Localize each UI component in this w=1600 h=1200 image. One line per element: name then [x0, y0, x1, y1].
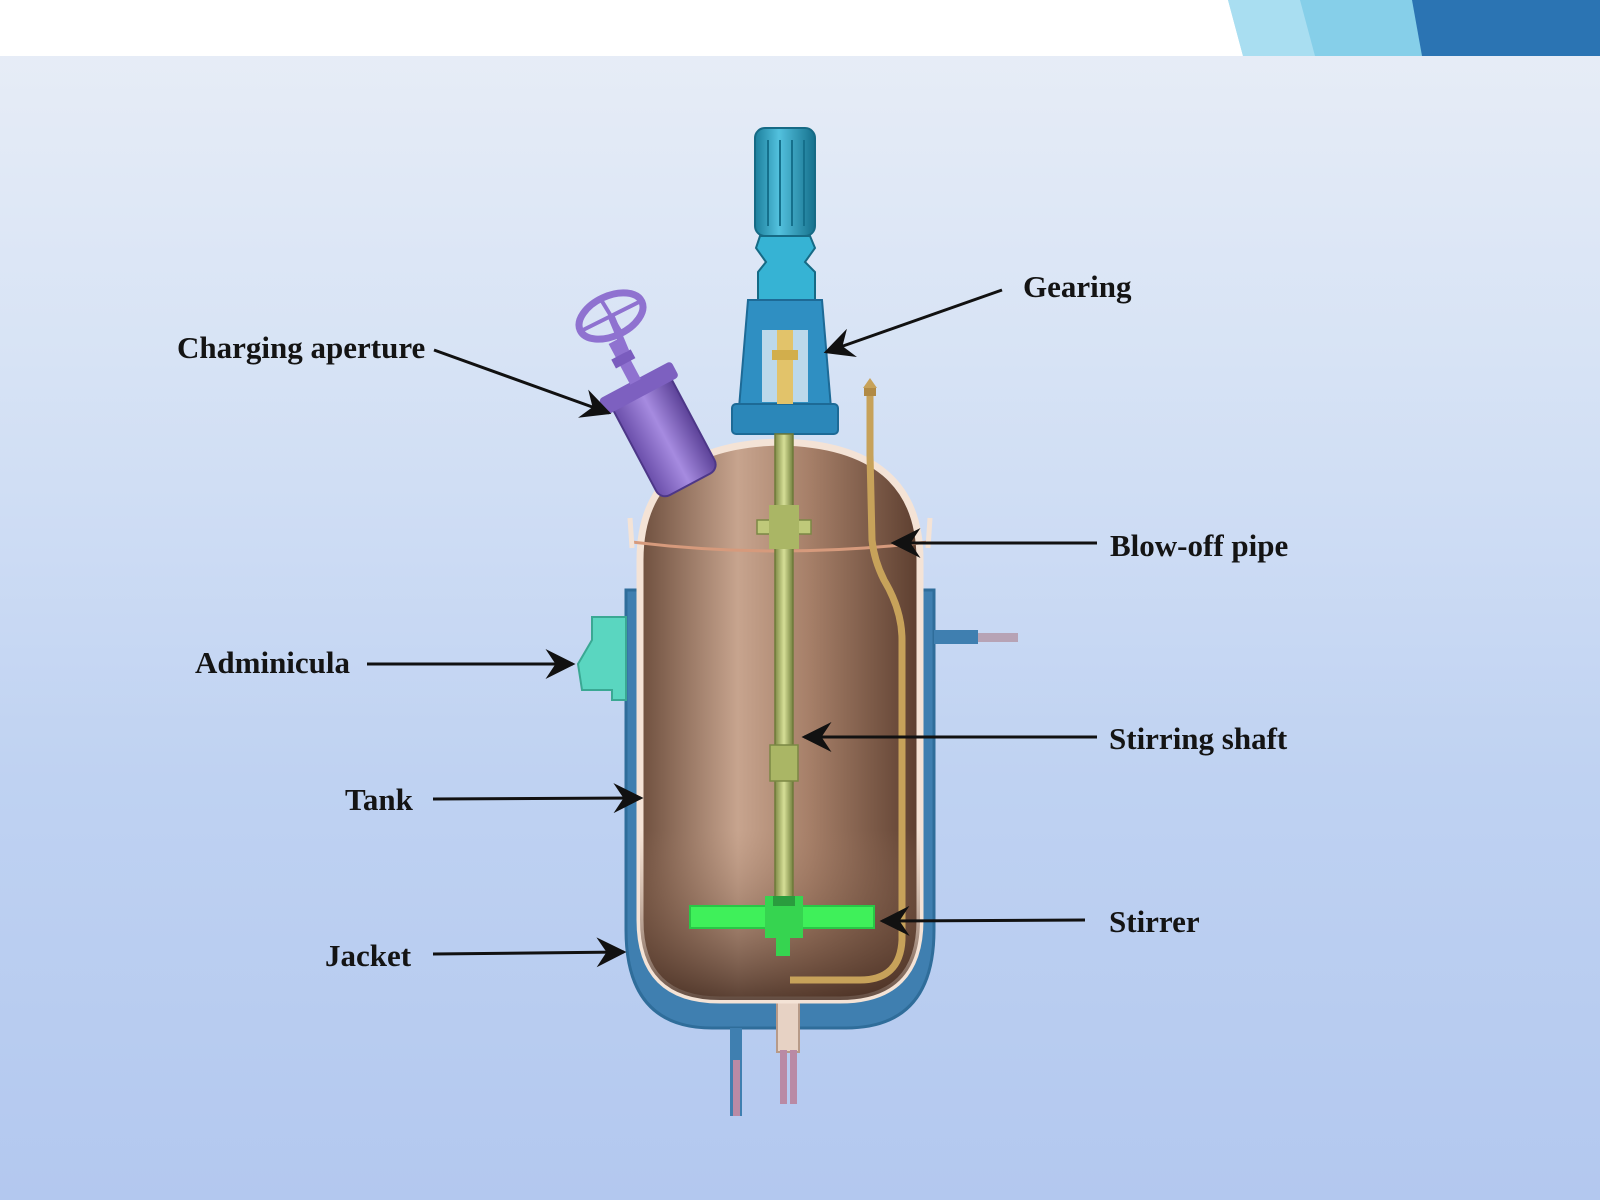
bottom-outlet: [730, 989, 800, 1116]
label-stirring-shaft: Stirring shaft: [1109, 721, 1288, 756]
handwheel: [575, 289, 647, 354]
label-charging-aperture: Charging aperture: [177, 330, 426, 365]
stirrer-arrow: [879, 905, 1086, 936]
tank-arrow: [432, 783, 644, 814]
gearing-arrow: [823, 288, 1003, 358]
accent-band: [1228, 0, 1600, 56]
charging-aperture-arrow: [433, 348, 612, 418]
jacket-arrow: [432, 937, 627, 968]
label-adminicula: Adminicula: [195, 645, 351, 680]
jacket-nozzle: [934, 630, 978, 644]
stirrer-impeller: [689, 896, 875, 956]
label-tank: Tank: [345, 782, 413, 817]
stirring-shaft-assembly: [756, 433, 812, 905]
label-blow-off-pipe: Blow-off pipe: [1110, 528, 1289, 563]
gearing-assembly: [731, 127, 839, 435]
charging-aperture-assembly: [599, 338, 717, 498]
adminicula-bracket: [576, 616, 627, 701]
label-stirrer: Stirrer: [1109, 904, 1200, 939]
blow-off-pipe-line: [790, 390, 906, 984]
label-jacket: Jacket: [325, 938, 412, 973]
label-gearing: Gearing: [1023, 269, 1132, 304]
